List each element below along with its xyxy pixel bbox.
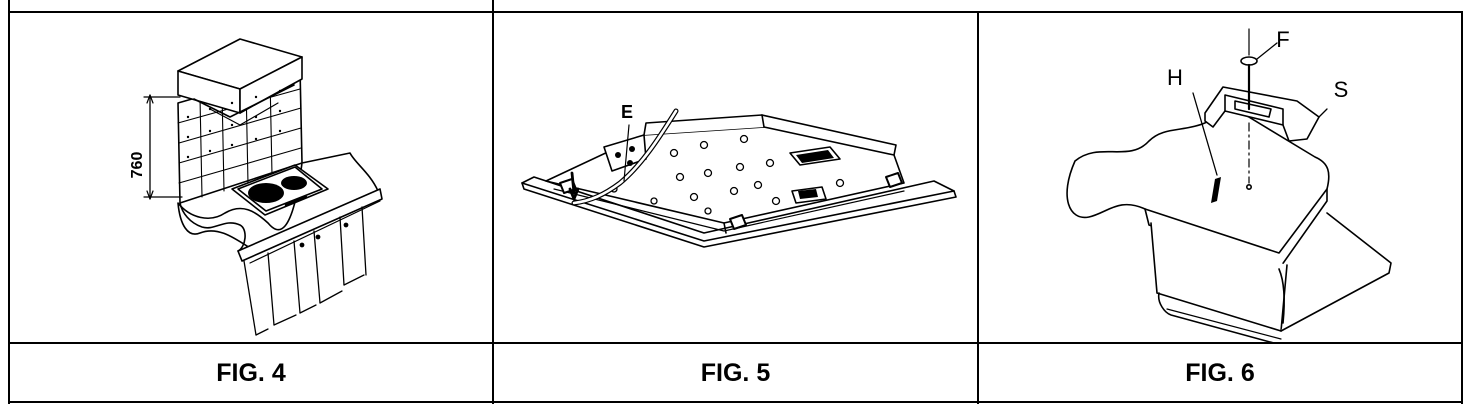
- table-bottom-rule: [8, 401, 1463, 403]
- spring-label-s: S: [1334, 77, 1349, 102]
- table-top-rule: [8, 11, 1463, 13]
- screw-label-f: F: [1276, 27, 1289, 52]
- figure-6-illustration: H S F: [979, 13, 1461, 343]
- table-border-left: [8, 0, 10, 404]
- table-divider-2: [977, 12, 979, 404]
- figure-5-caption: FIG. 5: [700, 358, 771, 387]
- table-border-right: [1461, 12, 1463, 404]
- table-caption-rule: [8, 342, 1463, 344]
- cable-label-e: E: [621, 102, 633, 122]
- figure-4-caption: FIG. 4: [216, 358, 286, 387]
- figure-5-illustration: E: [494, 13, 977, 343]
- dimension-label-760: 760: [129, 152, 146, 179]
- slot-label-h: H: [1167, 65, 1183, 90]
- figure-6-caption: FIG. 6: [1185, 358, 1255, 387]
- figure-4-illustration: 760: [10, 13, 492, 343]
- table-divider-1: [492, 0, 494, 404]
